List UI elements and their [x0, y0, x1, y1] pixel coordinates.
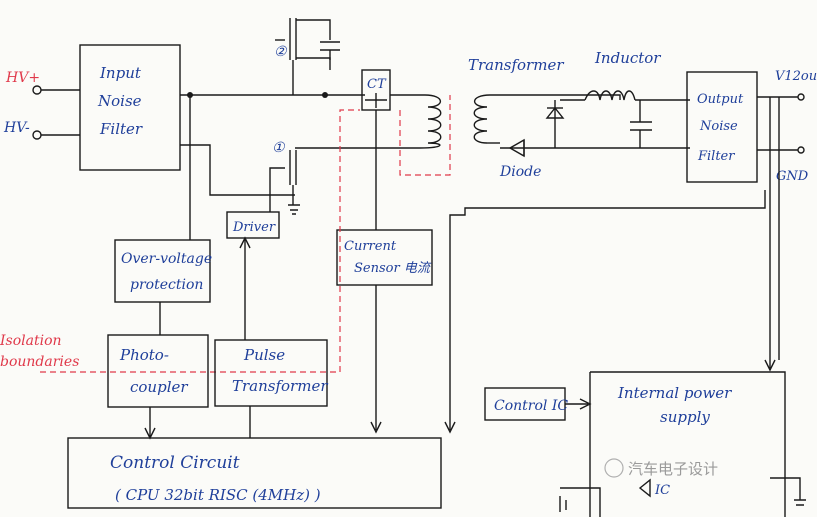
input-filter-line2: Noise: [97, 92, 142, 110]
pulse-transformer-block: Pulse Transformer: [214, 339, 328, 438]
control-circuit-block: Control Circuit ( CPU 32bit RISC (4MHz) …: [67, 437, 442, 509]
mosfet-q1: ①: [269, 140, 300, 215]
input-filter-line1: Input: [99, 64, 142, 82]
gnd-label: GND: [776, 169, 809, 184]
output-capacitor: [630, 100, 652, 148]
ct-label: CT: [367, 77, 387, 92]
q1-label: ①: [272, 140, 286, 156]
current-transformer: CT: [361, 69, 425, 230]
pulse-transformer-line2: Transformer: [232, 377, 328, 395]
hv-input-terminals: HV+ HV-: [3, 70, 80, 140]
hv-pos-label: HV+: [5, 70, 40, 86]
control-ic-label: Control IC: [494, 398, 568, 414]
output-noise-filter-block: Output Noise Filter: [686, 71, 758, 183]
isolation-line2: boundaries: [0, 354, 79, 370]
over-voltage-protection-block: Over-voltage protection: [114, 95, 212, 335]
main-transformer: Transformer: [419, 56, 564, 149]
hv-neg-label: HV-: [3, 120, 30, 136]
diode-label: Diode: [499, 164, 541, 180]
current-sensor-line2: Sensor 电流: [354, 261, 432, 276]
isolation-boundary: Isolation boundaries: [0, 95, 451, 373]
diode-rectifier: Diode: [499, 100, 565, 180]
current-sensor-line1: Current: [344, 239, 397, 254]
hv-pos-terminal: [32, 85, 42, 95]
driver-label: Driver: [232, 220, 276, 235]
photocoupler-block: Photo- coupler: [107, 334, 209, 440]
ovp-line1: Over-voltage: [121, 251, 212, 267]
watermark: 汽车电子设计: [604, 458, 718, 478]
output-terminals: V12out GND: [757, 69, 817, 372]
inductor: Inductor: [560, 49, 690, 101]
watermark-text: 汽车电子设计: [628, 460, 718, 478]
photocoupler-line1: Photo-: [119, 346, 169, 364]
photocoupler-line2: coupler: [130, 378, 188, 396]
v12out-label: V12out: [775, 69, 817, 84]
control-circuit-line2: ( CPU 32bit RISC (4MHz) ): [115, 486, 321, 504]
internal-power-line2: supply: [660, 408, 710, 426]
internal-power-line1: Internal power: [617, 384, 732, 402]
ovp-line2: protection: [130, 277, 203, 293]
inductor-label: Inductor: [594, 49, 661, 67]
ic-small-label: IC: [654, 483, 670, 498]
hv-neg-terminal: [32, 130, 42, 140]
mosfet-q2: ②: [274, 18, 340, 95]
current-sensor-block: Current Sensor 电流: [336, 229, 433, 434]
input-filter-line3: Filter: [99, 120, 143, 138]
input-noise-filter-block: Input Noise Filter: [79, 44, 181, 171]
transformer-label: Transformer: [468, 56, 564, 74]
control-ic-block: Control IC: [484, 387, 592, 421]
control-circuit-line1: Control Circuit: [110, 453, 240, 473]
q2-label: ②: [274, 44, 288, 60]
wechat-icon: [604, 458, 624, 478]
pulse-transformer-line1: Pulse: [243, 346, 285, 364]
output-filter-line1: Output: [697, 92, 744, 107]
output-filter-line3: Filter: [697, 149, 735, 164]
output-filter-line2: Noise: [699, 119, 738, 134]
isolation-line1: Isolation: [0, 333, 62, 349]
driver-block: Driver: [226, 205, 280, 340]
internal-power-supply-block: Internal power supply IC: [559, 371, 806, 517]
